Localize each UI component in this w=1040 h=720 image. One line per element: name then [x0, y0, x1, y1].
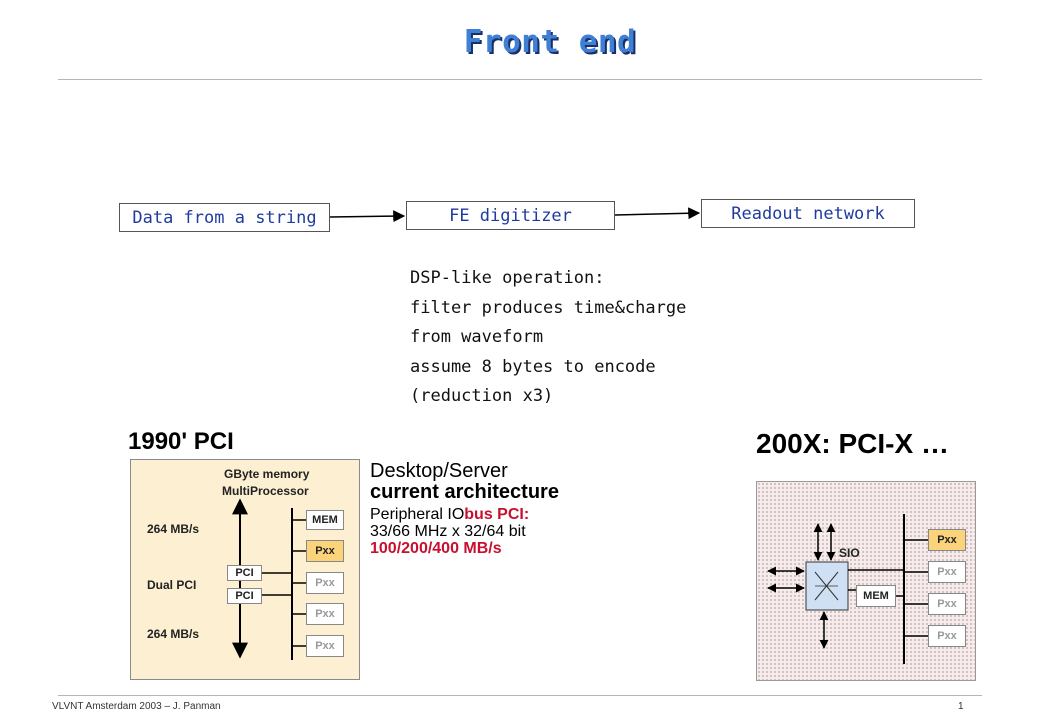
flow-arrow-1: [329, 210, 406, 223]
pci-chip: PCI: [227, 565, 262, 581]
flow-box-label: Readout network: [731, 203, 885, 224]
flow-box-label: Data from a string: [132, 207, 317, 228]
desktop-server-text: Desktop/Server current architecture Peri…: [370, 460, 559, 558]
pxx-chip: Pxx: [306, 603, 344, 625]
pcix-heading: 200X: PCI-X …: [756, 428, 949, 459]
rate-bottom-label: 264 MB/s: [147, 627, 200, 641]
pxx-chip-label: Pxx: [315, 577, 335, 589]
dsp-line: from waveform: [410, 327, 544, 347]
slide-title: Front end: [463, 24, 637, 60]
desktop-line5: 100/200/400 MB/s: [370, 540, 502, 557]
pxx-chip-label: Pxx: [937, 534, 957, 546]
flow-box-data-from-string: Data from a string: [119, 203, 330, 232]
pxx-chip-label: Pxx: [937, 566, 957, 578]
mem-chip: MEM: [306, 510, 344, 530]
pxx-chip: Pxx: [306, 572, 344, 594]
pci-1990-heading: 1990' PCI: [128, 428, 234, 455]
pcix-pxx-chip: Pxx: [928, 625, 966, 647]
desktop-line2: current architecture: [370, 481, 559, 503]
pxx-chip-label: Pxx: [937, 630, 957, 642]
pci-chip-label: PCI: [235, 590, 254, 602]
dsp-line: (reduction x3): [410, 386, 554, 406]
flow-arrow-2: [614, 207, 701, 220]
flow-box-label: FE digitizer: [449, 205, 572, 226]
desktop-line3: Peripheral IObus PCI:: [370, 506, 559, 524]
pxx-chip-label: Pxx: [315, 545, 335, 557]
desktop-line4: 33/66 MHz x 32/64 bit: [370, 523, 526, 540]
bottom-divider: [58, 695, 982, 696]
pxx-chip-label: Pxx: [315, 608, 335, 620]
mem-chip-label: MEM: [312, 514, 338, 526]
dsp-line: DSP-like operation:: [410, 268, 605, 288]
pcix-panel: [756, 481, 976, 681]
pxx-chip: Pxx: [306, 635, 344, 657]
pci-chip: PCI: [227, 588, 262, 604]
dsp-line: assume 8 bytes to encode: [410, 356, 656, 377]
footer-author: VLVNT Amsterdam 2003 – J. Panman: [52, 701, 221, 712]
gbyte-memory-label: GByte memory: [224, 467, 310, 481]
peripheral-io-text: Peripheral IO: [370, 506, 465, 523]
pcix-pxx-chip: Pxx: [928, 593, 966, 615]
sio-switch-box: [805, 561, 849, 611]
dsp-description: DSP-like operation: filter produces time…: [410, 264, 686, 412]
flow-box-fe-digitizer: FE digitizer: [406, 201, 615, 230]
dual-pci-label: Dual PCI: [147, 578, 197, 592]
pxx-chip-label: Pxx: [937, 598, 957, 610]
sio-label: SIO: [839, 546, 860, 560]
pcix-mem-chip: MEM: [856, 585, 896, 607]
pcix-pxx-chip: Pxx: [928, 561, 966, 583]
flow-box-readout-network: Readout network: [701, 199, 915, 228]
multiprocessor-label: MultiProcessor: [222, 484, 309, 498]
pxx-chip-active: Pxx: [306, 540, 344, 562]
desktop-line1: Desktop/Server: [370, 460, 508, 482]
dsp-line: filter produces time&charge: [410, 297, 687, 318]
mem-chip-label: MEM: [863, 590, 889, 602]
bus-pci-text: bus PCI:: [464, 506, 530, 523]
top-divider: [58, 79, 982, 80]
page-number: 1: [958, 701, 964, 712]
pxx-chip-label: Pxx: [315, 640, 335, 652]
rate-top-label: 264 MB/s: [147, 522, 200, 536]
pci-chip-label: PCI: [235, 567, 254, 579]
pcix-pxx-chip-active: Pxx: [928, 529, 966, 551]
